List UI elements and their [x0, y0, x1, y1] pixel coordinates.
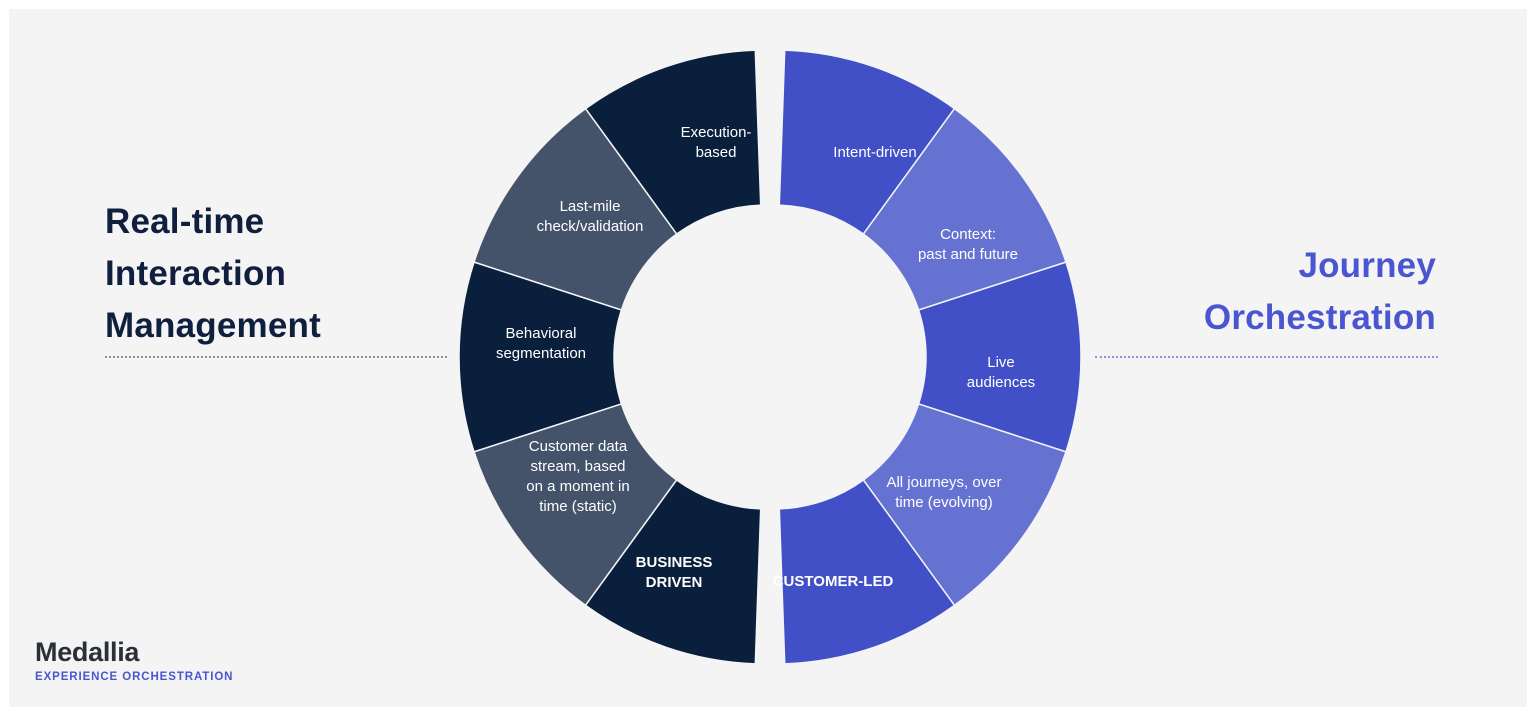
- left-dotted-divider: [105, 356, 447, 358]
- brand-name: Medallia: [35, 637, 140, 667]
- heading-line: Interaction: [105, 254, 287, 293]
- execution-based-label: Execution-based: [681, 124, 752, 161]
- behavioral-segmentation-segment: [458, 261, 623, 453]
- execution-based-segment: [584, 49, 762, 236]
- heading-line: Journey: [1298, 246, 1436, 285]
- brand-tagline: EXPERIENCE ORCHESTRATION: [35, 671, 234, 683]
- heading-line: Management: [105, 306, 321, 345]
- real-time-interaction-management-heading: Real-time Interaction Management: [105, 196, 435, 352]
- last-mile-segment: [473, 107, 678, 311]
- right-dotted-divider: [1095, 356, 1438, 358]
- journey-orchestration-heading: Journey Orchestration: [1106, 240, 1436, 344]
- intent-driven-label: Intent-driven: [833, 144, 916, 161]
- medallia-logo: Medallia EXPERIENCE ORCHESTRATION: [35, 637, 233, 685]
- context-label: Context:past and future: [918, 226, 1018, 263]
- customer-led-label: CUSTOMER-LED: [773, 573, 894, 590]
- customer-led-segment: [778, 478, 956, 665]
- canvas: [9, 9, 1527, 707]
- customer-data-stream-segment: [473, 403, 678, 607]
- business-driven-segment: [584, 478, 762, 665]
- heading-line: Real-time: [105, 202, 265, 241]
- heading-line: Orchestration: [1203, 298, 1436, 337]
